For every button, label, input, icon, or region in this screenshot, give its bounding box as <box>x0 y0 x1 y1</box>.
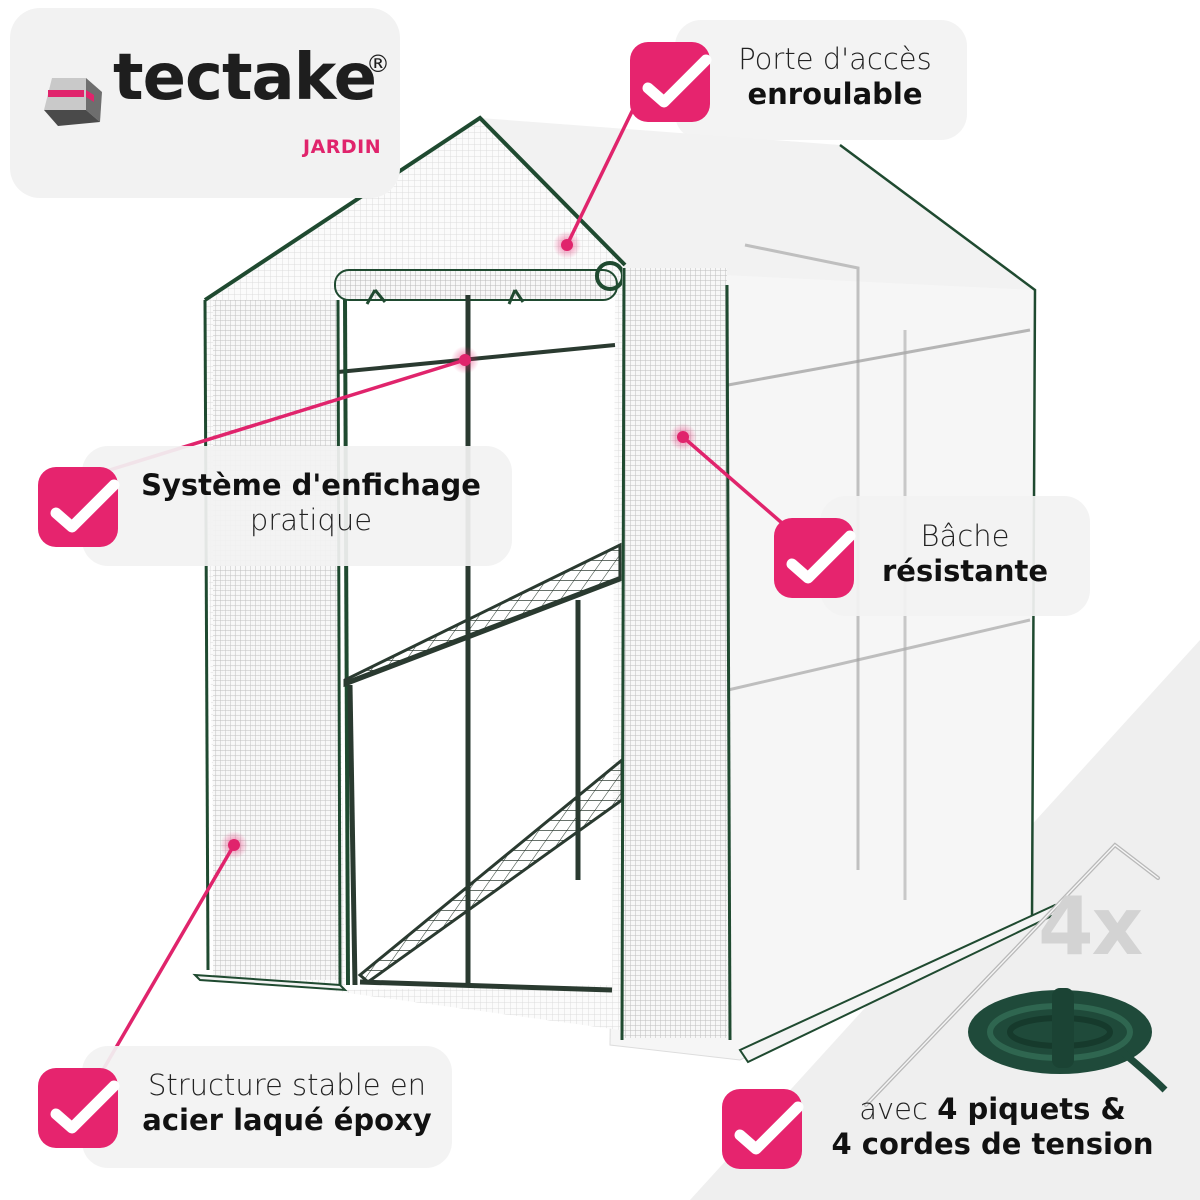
feature-line2: enroulable <box>747 76 923 111</box>
feature-line1: Structure stable en <box>147 1068 427 1102</box>
feature-line1: Système d'enfichage <box>141 468 481 502</box>
registered-mark: ® <box>366 50 390 78</box>
cube-logo-icon <box>44 78 102 126</box>
feature-line2: 4 cordes de tension <box>831 1126 1154 1161</box>
brand-logo: tectake ® JARDIN <box>10 8 400 198</box>
feature-text-tarp: Bâche résistante <box>860 519 1070 589</box>
checkmark-icon <box>630 42 712 122</box>
feature-line2: acier laqué époxy <box>142 1102 432 1137</box>
rope-coil-icon <box>968 988 1168 1093</box>
brand-subtitle: JARDIN <box>303 136 382 158</box>
checkmark-icon <box>38 1068 120 1148</box>
feature-line1-prefix: avec <box>859 1092 938 1126</box>
checkmark-icon <box>774 518 856 598</box>
quantity-label: 4x <box>1038 880 1143 973</box>
checkmark-icon <box>38 467 120 547</box>
feature-line1-bold: 4 piquets & <box>937 1092 1126 1126</box>
feature-text-steel-frame: Structure stable en acier laqué époxy <box>128 1068 446 1138</box>
feature-card-tarp <box>820 496 1090 616</box>
feature-line2: résistante <box>881 553 1049 588</box>
feature-line2: pratique <box>249 502 373 537</box>
brand-wordmark: tectake <box>113 41 377 115</box>
feature-line1: Bâche <box>920 519 1010 553</box>
feature-line1: Porte d'accès <box>738 42 932 76</box>
feature-card-roll-up-door <box>675 20 967 140</box>
feature-card-plug-system <box>82 446 512 566</box>
feature-card-steel-frame <box>82 1046 452 1168</box>
feature-text-roll-up-door: Porte d'accès enroulable <box>720 42 950 112</box>
checkmark-icon <box>722 1089 804 1169</box>
feature-text-plug-system: Système d'enfichage pratique <box>130 468 492 538</box>
feature-line1: avec 4 piquets & <box>820 1092 1165 1127</box>
feature-text-accessories: avec 4 piquets & 4 cordes de tension <box>820 1092 1165 1162</box>
